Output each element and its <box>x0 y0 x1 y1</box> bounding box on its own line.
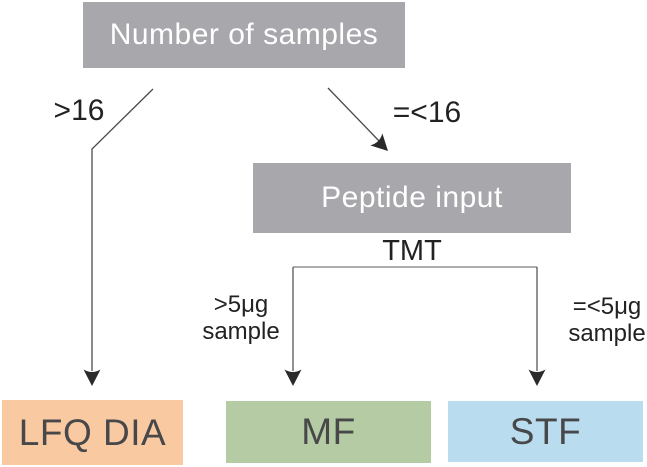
node-stf-label: STF <box>509 410 582 452</box>
edge-right-arrowhead-icon <box>370 133 388 151</box>
node-lfq-dia-label: LFQ DIA <box>18 411 167 453</box>
edge-left-branch-line <box>91 88 154 371</box>
node-mf-label: MF <box>301 411 356 452</box>
node-peptide-input: Peptide input <box>253 163 571 233</box>
edge-label-gt16: >16 <box>53 94 105 127</box>
node-stf: STF <box>448 401 643 462</box>
edge-label-gt5ug-line2: sample <box>202 318 280 345</box>
edge-label-gt5ug: >5μg sample <box>201 291 281 345</box>
edge-left-arrowhead-icon <box>83 369 101 386</box>
edge-stf-arrowhead-icon <box>528 369 546 386</box>
node-peptide-input-label: Peptide input <box>321 181 503 214</box>
edge-label-le5ug: =<5μg sample <box>567 293 647 347</box>
node-number-of-samples-label: Number of samples <box>109 18 379 51</box>
node-lfq-dia: LFQ DIA <box>2 400 183 465</box>
edge-label-tmt: TMT <box>382 235 442 267</box>
edge-label-le16: =<16 <box>392 96 462 129</box>
edge-mf-arrowhead-icon <box>284 369 302 386</box>
edge-label-le5ug-line2: sample <box>568 320 646 347</box>
edge-label-gt5ug-line1: >5μg <box>213 291 269 318</box>
node-mf: MF <box>226 401 431 463</box>
edge-right-branch-line <box>327 87 382 144</box>
edge-label-le5ug-line1: =<5μg <box>572 293 642 320</box>
node-number-of-samples: Number of samples <box>83 2 405 68</box>
